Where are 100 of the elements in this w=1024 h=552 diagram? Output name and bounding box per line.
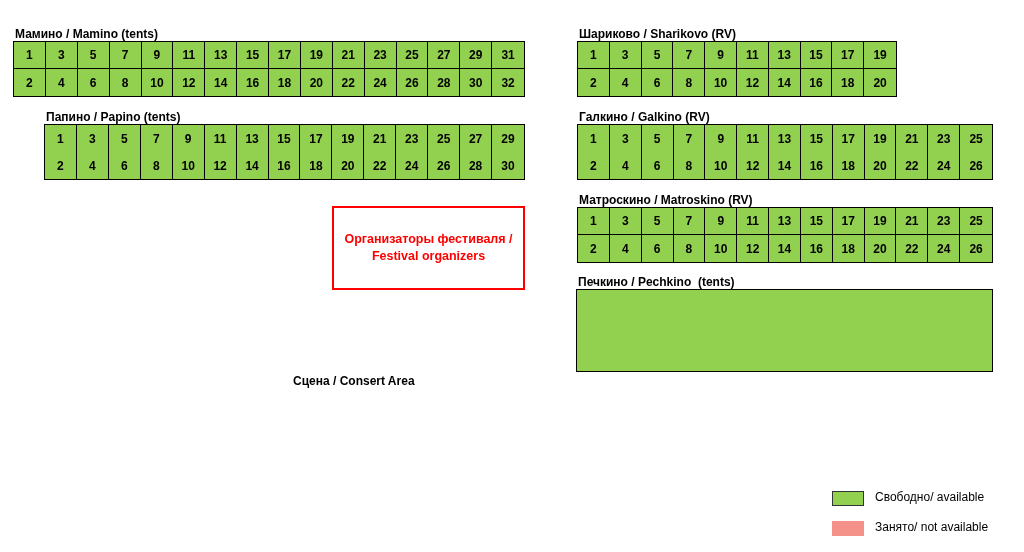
- site-number: 8: [685, 158, 693, 173]
- site-number: 6: [89, 75, 97, 90]
- site-number: 17: [841, 131, 855, 146]
- campsite-plot: [141, 42, 174, 69]
- campsite-plot: [14, 42, 46, 69]
- area-label: Сцена / Consert Area: [293, 374, 415, 388]
- site-number: 6: [653, 241, 661, 256]
- campsite-plot: [609, 42, 642, 69]
- site-number: 27: [437, 48, 451, 62]
- site-number: 29: [501, 131, 515, 146]
- campsite-plot: [832, 208, 865, 235]
- site-number: 4: [621, 75, 629, 90]
- campsite-plot: [237, 42, 269, 69]
- area-heading: Матроскино / Matroskino (RV): [579, 193, 753, 207]
- site-number: 16: [809, 75, 823, 90]
- campsite-plot: [173, 42, 206, 69]
- area-heading: Папино / Papino (tents): [46, 110, 181, 124]
- site-number: 10: [714, 158, 728, 173]
- site-number: 16: [809, 241, 823, 256]
- campsite-plot: [578, 208, 610, 235]
- site-number: 21: [905, 131, 919, 146]
- area-heading: Печкино / Pechkino (tents): [578, 275, 735, 289]
- site-number: 24: [373, 75, 387, 90]
- site-number: 17: [309, 131, 323, 146]
- site-number: 16: [277, 158, 291, 173]
- campsite-plot: [578, 42, 610, 69]
- site-number: 8: [152, 158, 160, 173]
- site-number: 20: [873, 158, 887, 173]
- site-number: 2: [26, 75, 33, 90]
- site-number: 3: [621, 48, 629, 62]
- site-number: 7: [152, 131, 160, 146]
- site-number: 14: [245, 158, 259, 173]
- campsite-plot: [428, 42, 461, 69]
- site-number: 3: [57, 48, 65, 62]
- site-number: 7: [121, 48, 129, 62]
- site-number: 17: [277, 48, 292, 62]
- site-number: 2: [57, 158, 64, 173]
- site-number: 26: [969, 241, 983, 256]
- legend-label: Свободно/ available: [875, 490, 985, 504]
- site-number: 10: [150, 75, 164, 90]
- site-number: 6: [653, 158, 661, 173]
- site-number: 11: [746, 131, 759, 146]
- site-number: 18: [277, 75, 292, 90]
- site-number: 18: [309, 158, 323, 173]
- site-number: 5: [653, 214, 661, 228]
- site-number: 12: [182, 75, 196, 90]
- campsite-plot: [737, 208, 770, 235]
- site-number: 22: [905, 241, 919, 256]
- site-number: 7: [685, 131, 693, 146]
- site-number: 18: [841, 75, 855, 90]
- site-number: 9: [717, 214, 725, 228]
- site-number: 14: [777, 158, 792, 173]
- site-number: 8: [121, 75, 129, 90]
- area-heading: Мамино / Mamino (tents): [15, 27, 158, 41]
- site-number: 30: [469, 75, 483, 90]
- site-number: 14: [214, 75, 228, 90]
- campsite-plot: [832, 42, 865, 69]
- site-number: 26: [405, 75, 419, 90]
- site-number: 5: [120, 131, 128, 146]
- site-number: 19: [341, 131, 355, 146]
- campsite-plot: [109, 42, 142, 69]
- site-number: 3: [89, 131, 96, 146]
- site-number: 15: [277, 131, 291, 146]
- site-number: 1: [590, 48, 597, 62]
- site-number: 20: [873, 75, 887, 90]
- site-number: 10: [181, 158, 195, 173]
- site-number: 20: [309, 75, 323, 90]
- site-number: 11: [182, 48, 196, 62]
- campsite-plot: [768, 42, 801, 69]
- campsite-plot: [460, 42, 493, 69]
- site-number: 19: [309, 48, 323, 62]
- campsite-plot: [800, 208, 833, 235]
- site-number: 27: [468, 131, 483, 146]
- site-number: 1: [57, 131, 64, 146]
- site-number: 11: [746, 48, 759, 62]
- site-number: 5: [89, 48, 97, 62]
- site-number: 15: [809, 48, 823, 62]
- site-number: 19: [873, 214, 887, 228]
- site-number: 9: [153, 48, 161, 62]
- site-number: 23: [405, 131, 419, 146]
- campsite-plot: [269, 42, 301, 69]
- site-number: 16: [245, 75, 260, 90]
- site-number: 2: [590, 241, 597, 256]
- site-number: 18: [841, 158, 855, 173]
- site-number: 8: [685, 241, 693, 256]
- site-number: 4: [89, 158, 96, 173]
- site-number: 19: [873, 48, 887, 62]
- site-number: 4: [621, 241, 629, 256]
- site-number: 21: [905, 214, 919, 228]
- site-number: 25: [969, 131, 983, 146]
- site-number: 13: [245, 131, 259, 146]
- site-number: 20: [341, 158, 355, 173]
- site-number: 24: [937, 158, 951, 173]
- site-number: 2: [590, 158, 597, 173]
- site-number: 22: [905, 158, 919, 173]
- site-number: 13: [777, 48, 791, 62]
- site-number: 11: [746, 214, 759, 228]
- site-number: 20: [873, 241, 887, 256]
- campsite-plot: [332, 42, 365, 69]
- campsite-plot: [896, 208, 929, 235]
